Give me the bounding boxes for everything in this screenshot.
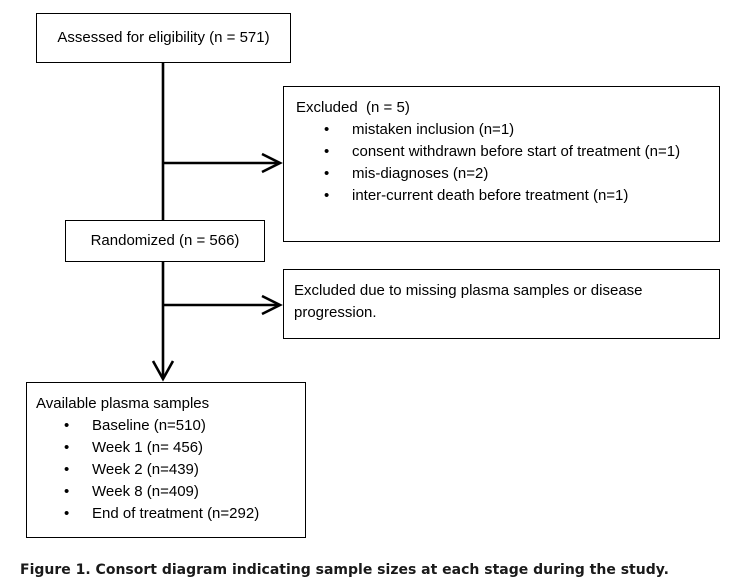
excluded-missing-line-1: Excluded due to missing plasma samples o…	[294, 282, 643, 299]
list-item: • Baseline (n=510)	[36, 415, 295, 437]
list-item: • Week 1 (n= 456)	[36, 437, 295, 459]
randomized-label: Randomized (n = 566)	[90, 232, 240, 249]
available-samples-box: Available plasma samples • Baseline (n=51…	[26, 382, 306, 538]
available-list: • Baseline (n=510) • Week 1 (n= 456) • Week…	[36, 415, 295, 525]
available-item-label: End of treatment (n=292)	[92, 505, 260, 522]
list-item: • consent withdrawn before start of treat…	[296, 141, 709, 163]
list-item: • mis-diagnoses (n=2)	[296, 163, 709, 185]
figure-caption: Figure 1. Consort diagram indicating sam…	[20, 562, 669, 578]
excluded-missing-line-2: progression.	[294, 304, 377, 321]
bullet-icon: •	[324, 121, 330, 138]
excluded-title: Excluded (n = 5)	[296, 99, 410, 116]
list-item: • mistaken inclusion (n=1)	[296, 119, 709, 141]
available-item-label: Week 1 (n= 456)	[92, 439, 204, 456]
available-item-label: Baseline (n=510)	[92, 417, 206, 434]
list-item: • Week 8 (n=409)	[36, 481, 295, 503]
arrow-head-excluded	[261, 152, 283, 174]
assessed-label: Assessed for eligibility (n = 571)	[57, 29, 270, 46]
bullet-icon: •	[64, 461, 70, 478]
bullet-icon: •	[64, 417, 70, 434]
excluded-item-label: inter-current death before treatment (n=…	[352, 187, 629, 204]
bullet-icon: •	[324, 165, 330, 182]
excluded-box: Excluded (n = 5) • mistaken inclusion (n=…	[283, 86, 720, 242]
excluded-missing-box: Excluded due to missing plasma samples o…	[283, 269, 720, 339]
list-item: • End of treatment (n=292)	[36, 503, 295, 525]
bullet-icon: •	[64, 439, 70, 456]
list-item: • inter-current death before treatment (n…	[296, 185, 709, 207]
arrow-head-excluded-missing	[261, 294, 283, 316]
excluded-item-label: consent withdrawn before start of treatm…	[352, 143, 681, 160]
bullet-icon: •	[64, 483, 70, 500]
excluded-item-label: mistaken inclusion (n=1)	[352, 121, 515, 138]
excluded-list: • mistaken inclusion (n=1) • consent withd…	[296, 119, 709, 207]
arrow-head-available	[151, 360, 175, 382]
excluded-item-label: mis-diagnoses (n=2)	[352, 165, 489, 182]
bullet-icon: •	[324, 187, 330, 204]
available-title: Available plasma samples	[36, 395, 210, 412]
randomized-box: Randomized (n = 566)	[65, 220, 265, 262]
available-item-label: Week 2 (n=439)	[92, 461, 199, 478]
bullet-icon: •	[64, 505, 70, 522]
bullet-icon: •	[324, 143, 330, 160]
assessed-box: Assessed for eligibility (n = 571)	[36, 13, 291, 63]
available-item-label: Week 8 (n=409)	[92, 483, 199, 500]
list-item: • Week 2 (n=439)	[36, 459, 295, 481]
